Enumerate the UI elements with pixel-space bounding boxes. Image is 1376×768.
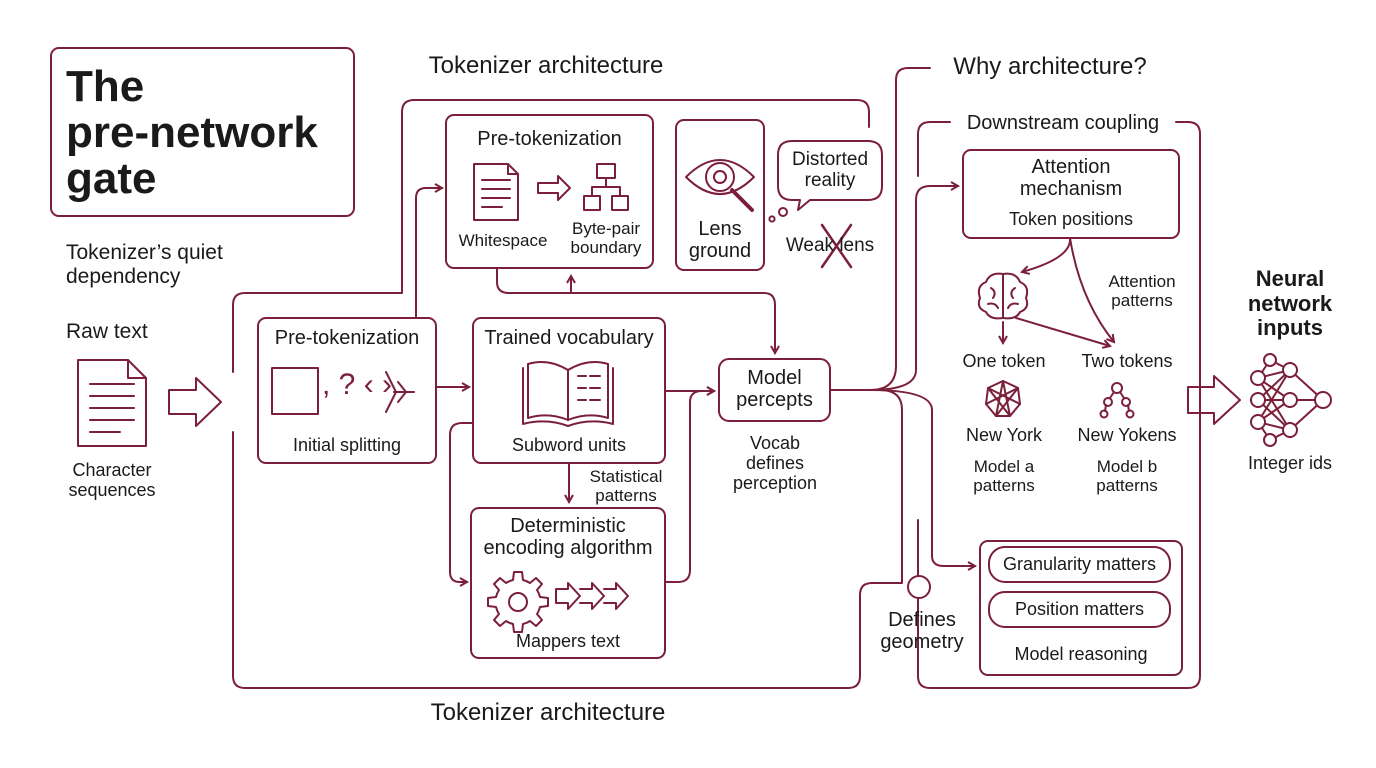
granularity-pill xyxy=(988,546,1171,583)
model-b-caption: Model b patterns xyxy=(1096,457,1158,496)
connector xyxy=(879,389,903,521)
attention-subtitle: Token positions xyxy=(1008,209,1134,229)
arrow-icon xyxy=(537,175,571,201)
whitespace-label: Whitespace xyxy=(458,231,548,250)
hierarchy-icon xyxy=(583,163,629,211)
connector xyxy=(496,267,775,353)
statistical-label: Statistical patterns xyxy=(589,467,663,506)
thought-dot xyxy=(778,207,788,217)
reasoning-box xyxy=(979,540,1183,676)
geometry-label: Defines geometry xyxy=(880,609,964,654)
attention-patterns-label: Attention patterns xyxy=(1108,272,1176,311)
input-heading: Raw text xyxy=(66,320,148,343)
lens-label: Lens ground xyxy=(688,218,752,263)
document-icon xyxy=(473,163,519,221)
arrows-icon xyxy=(555,582,629,610)
gear-icon xyxy=(487,571,549,633)
position-label: Position matters xyxy=(1014,599,1145,619)
output-heading: Neural network inputs xyxy=(1247,266,1333,341)
distorted-label: Distorted reality xyxy=(791,149,869,192)
bytepair-label: Byte-pair boundary xyxy=(570,219,642,258)
mesh-icon xyxy=(985,380,1021,417)
thought-bubble xyxy=(777,140,883,211)
open-book-icon xyxy=(522,361,614,427)
eye-magnifier-icon xyxy=(685,159,755,212)
why-header: Why architecture? xyxy=(953,53,1147,80)
model-a-caption: Model a patterns xyxy=(973,457,1035,496)
connector xyxy=(869,186,958,391)
pretok-top-title: Pre-tokenization xyxy=(477,128,622,150)
why-connector xyxy=(829,67,931,391)
document-icon xyxy=(77,359,147,447)
deterministic-title: Deterministic encoding algorithm xyxy=(483,515,653,560)
square-icon xyxy=(271,367,319,415)
attention-title: Attention mechanism xyxy=(1019,156,1123,201)
one-token-label: One token xyxy=(962,351,1046,371)
granularity-label: Granularity matters xyxy=(1002,554,1157,574)
new-york-label: New York xyxy=(965,425,1043,445)
lens-box xyxy=(675,119,765,271)
new-yokens-label: New Yokens xyxy=(1077,425,1177,445)
thought-dot xyxy=(768,215,776,223)
cross-mark xyxy=(820,223,853,269)
output-arrow xyxy=(1187,375,1241,425)
vocab-caption: Subword units xyxy=(511,435,627,455)
percepts-title: Model percepts xyxy=(736,367,813,412)
connector xyxy=(869,389,975,566)
connector xyxy=(1022,237,1072,272)
downstream-header: Downstream coupling xyxy=(952,112,1174,135)
connector xyxy=(415,188,442,319)
deterministic-caption: Mappers text xyxy=(515,631,621,651)
input-caption: Character sequences xyxy=(68,460,156,501)
title-box xyxy=(50,47,355,217)
geometry-node xyxy=(907,575,931,599)
connector xyxy=(1015,317,1110,346)
two-tokens-label: Two tokens xyxy=(1081,351,1173,371)
pretok-main-box xyxy=(257,317,437,464)
page-subtitle: Tokenizer’s quiet dependency xyxy=(66,241,223,288)
percepts-caption: Vocab defines perception xyxy=(732,433,818,494)
brain-icon xyxy=(977,272,1029,320)
tokenizer-header-bottom: Tokenizer architecture xyxy=(430,699,666,726)
pretok-main-caption: Initial splitting xyxy=(292,435,402,455)
connector xyxy=(449,422,474,582)
connector xyxy=(1069,237,1114,342)
vocab-title: Trained vocabulary xyxy=(484,327,654,349)
downstream-frame xyxy=(917,121,951,177)
neural-network-icon xyxy=(1250,353,1332,447)
pretok-top-box xyxy=(445,114,654,269)
weak-lens-label: Weak lens xyxy=(785,235,875,256)
position-pill xyxy=(988,591,1171,628)
tree-icon xyxy=(1099,382,1135,419)
reasoning-caption: Model reasoning xyxy=(1014,644,1148,664)
tokenizer-frame xyxy=(232,99,870,373)
tokenizer-frame-bottom xyxy=(232,431,903,689)
pretok-main-title: Pre-tokenization xyxy=(274,327,420,349)
input-arrow xyxy=(168,377,222,427)
punctuation-icon: , ? ‹ › xyxy=(322,368,393,401)
tokenizer-header-top: Tokenizer architecture xyxy=(428,52,664,79)
downstream-frame xyxy=(917,121,1201,689)
split-arrows-icon xyxy=(385,371,415,413)
page-title: The pre-network gate xyxy=(66,62,318,204)
output-caption: Integer ids xyxy=(1247,453,1333,473)
